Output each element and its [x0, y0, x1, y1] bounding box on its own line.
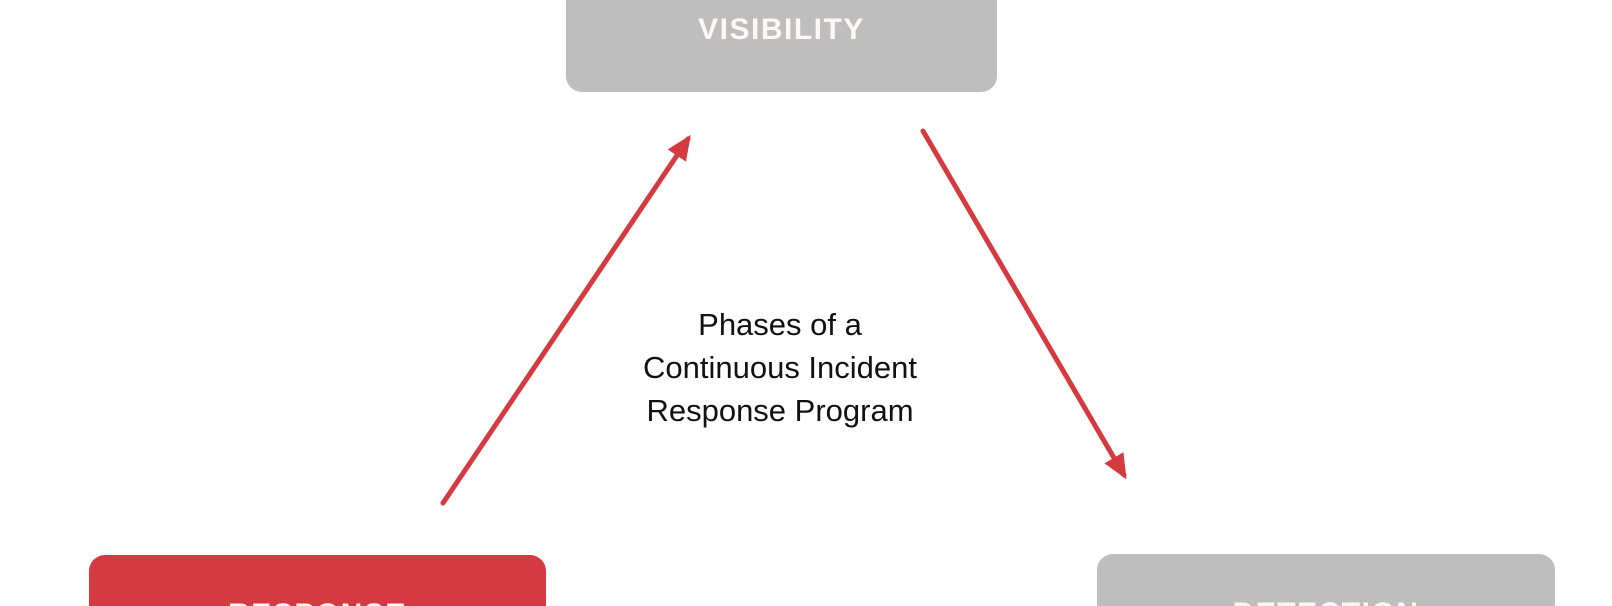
node-response: RESPONSE [89, 555, 546, 606]
node-detection: DETECTION [1097, 554, 1555, 606]
diagram-title-line-2: Continuous Incident [642, 350, 918, 385]
diagram-title-line-1: Phases of a [698, 307, 862, 342]
node-response-label: RESPONSE [228, 598, 407, 606]
diagram-title: Phases of a Continuous Incident Response… [480, 303, 1080, 432]
node-visibility-label: VISIBILITY [698, 13, 865, 46]
node-visibility: VISIBILITY [566, 0, 997, 92]
node-detection-label: DETECTION [1233, 597, 1420, 606]
diagram-title-line-3: Response Program [646, 393, 914, 428]
